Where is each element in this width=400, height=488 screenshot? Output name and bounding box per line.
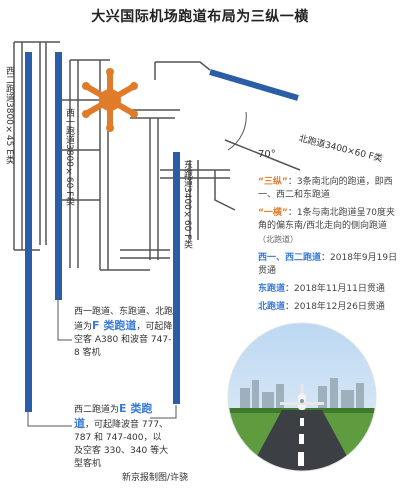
legend-sanzong: “三纵”：3条南北向的跑道，即西一、西二和东跑道 <box>258 176 398 202</box>
runway-north <box>209 69 299 101</box>
page-title: 大兴国际机场跑道布局为三纵一横 <box>91 9 309 25</box>
legend-west: 西一、西二跑道：2018年9月19日贯通 <box>258 252 398 278</box>
runway-east <box>173 152 180 404</box>
aircraft <box>280 384 324 410</box>
legend-yiheng-term: “一横” <box>258 208 288 218</box>
legend-yiheng-desc: ：1条与南北跑道呈70度夹角的偏东南/西北走向的侧向跑道 <box>258 208 396 231</box>
runway-illustration <box>228 323 376 471</box>
legend-north-term: 北跑道 <box>258 302 286 312</box>
legend-north-desc: ：2018年12月26日贯通 <box>285 302 385 312</box>
runway-west1 <box>55 52 62 300</box>
legend-east-desc: ：2018年11月11日贯通 <box>285 284 385 294</box>
legend-east: 东跑道：2018年11月11日贯通 <box>258 283 398 296</box>
note-f-class: 西一跑道、东跑道、北跑道为F 类跑道，可起降空客 A380 和波音 747-8 … <box>74 306 174 360</box>
legend-yiheng-note: （北跑道） <box>258 235 298 244</box>
angle-label: 70° <box>258 149 276 160</box>
runway-label-west1: 西一跑道3800×60 F类 <box>64 108 74 206</box>
note-e-class: 西二跑道为E 类跑道，可起降波音 777、787 和 747-400，以及空客 … <box>74 402 170 471</box>
note-f-post: ，可起降空客 A380 和波音 747-8 客机 <box>74 322 173 358</box>
legend-panel: “三纵”：3条南北向的跑道，即西一、西二和东跑道 “一横”：1条与南北跑道呈70… <box>258 176 398 319</box>
note-f-highlight: F 类跑道 <box>92 319 137 332</box>
note-f-pre: 西一跑道、东跑道、北跑道为 <box>74 307 174 332</box>
runway-label-east: 东跑道3400×60 F类 <box>182 160 192 249</box>
terminal-building <box>82 68 138 132</box>
note-leaders <box>27 300 177 427</box>
legend-north: 北跑道：2018年12月26日贯通 <box>258 301 398 314</box>
legend-sanzong-desc: ：3条南北向的跑道，即西一、西二和东跑道 <box>258 177 393 200</box>
legend-west-desc: ：2018年9月19日贯通 <box>258 253 398 276</box>
runway-label-west2: 西二跑道3800×45 E类 <box>4 66 14 164</box>
note-e-highlight: E 类跑道 <box>74 402 153 430</box>
credit: 新京报制图/许骁 <box>122 473 189 483</box>
note-e-pre: 西二跑道为 <box>74 405 120 415</box>
legend-sanzong-term: “三纵” <box>258 177 288 187</box>
runway-west2 <box>25 52 32 412</box>
legend-east-term: 东跑道 <box>258 284 286 294</box>
legend-west-term: 西一、西二跑道 <box>258 253 322 263</box>
note-e-post: ，可起降波音 777、787 和 747-400，以及空客 330、340 等大… <box>74 420 169 469</box>
angle-arc <box>227 111 247 151</box>
legend-yiheng: “一横”：1条与南北跑道呈70度夹角的偏东南/西北走向的侧向跑道 （北跑道） <box>258 207 398 247</box>
